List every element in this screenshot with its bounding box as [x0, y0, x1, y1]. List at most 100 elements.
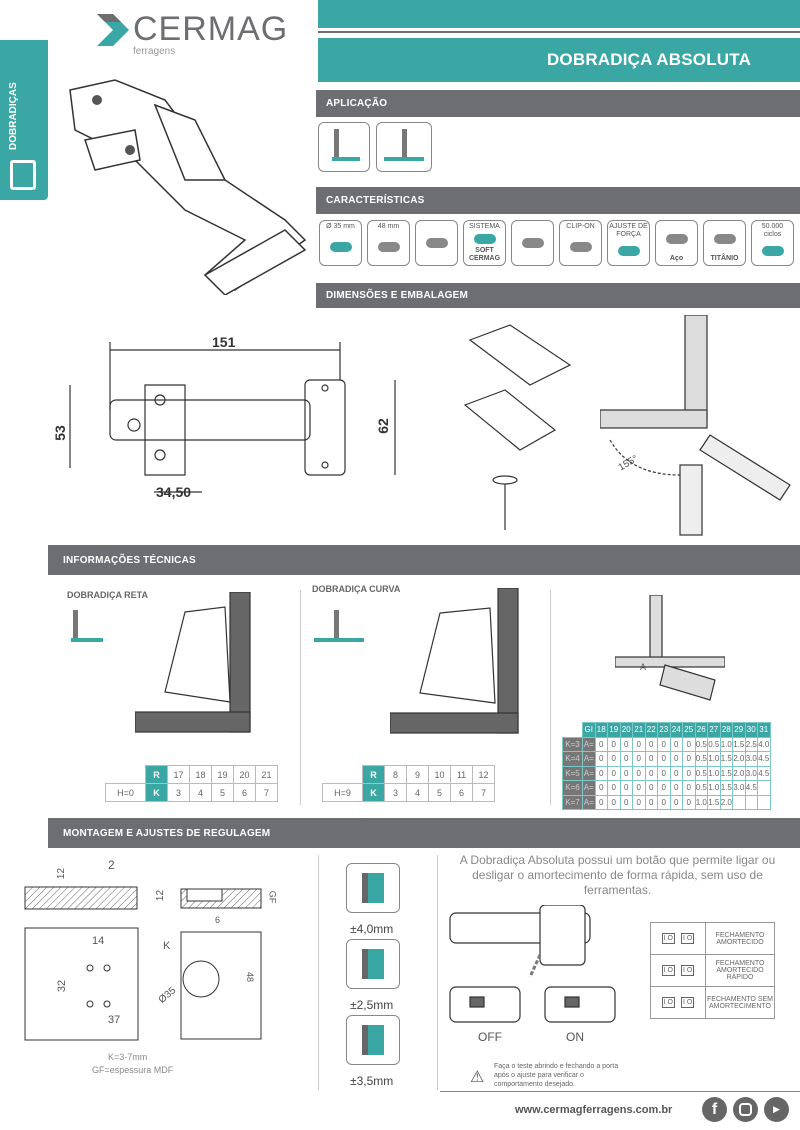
- a-cell: A=: [582, 736, 596, 752]
- dim-k: K: [163, 940, 171, 952]
- note-gf: GF=espessura MDF: [92, 1065, 174, 1075]
- reta-label: DOBRADIÇA RETA: [67, 590, 148, 600]
- cell: 9: [406, 765, 429, 784]
- k-cell: K=3: [562, 736, 583, 752]
- cell: 20: [233, 765, 256, 784]
- cell: 0: [657, 780, 671, 796]
- cell: 11: [450, 765, 473, 784]
- switch-icon: I O: [661, 933, 675, 944]
- instagram-icon[interactable]: [733, 1097, 758, 1122]
- k-cell: K=5: [562, 765, 583, 781]
- cell: 0: [594, 751, 608, 767]
- 3d-adjust-icon: [511, 220, 554, 266]
- section-dimensoes: DIMENSÕES E EMBALAGEM: [316, 283, 800, 308]
- cell: 0: [657, 736, 671, 752]
- section-info-label: INFORMAÇÕES TÉCNICAS: [63, 554, 196, 566]
- off-label: OFF: [478, 1030, 502, 1044]
- col-header: 30: [744, 722, 758, 738]
- section-caracteristicas-label: CARACTERÍSTICAS: [326, 195, 425, 206]
- youtube-icon[interactable]: ▶: [764, 1097, 789, 1122]
- logo-chevron-icon: [97, 14, 129, 46]
- cell: 0: [632, 780, 646, 796]
- col-header: 31: [757, 722, 771, 738]
- cell: 0: [619, 794, 633, 810]
- cell: 2.0: [732, 751, 746, 767]
- r-label: R: [145, 765, 168, 784]
- brand-name: CERMAG: [133, 10, 289, 48]
- reta-section-drawing: [135, 592, 251, 733]
- cell: 17: [167, 765, 190, 784]
- drilling-drawing: [24, 886, 262, 1041]
- dim-gf: GF: [267, 890, 278, 904]
- a-cell: A=: [582, 780, 596, 796]
- distance-48mm-icon: 48 mm: [367, 220, 410, 266]
- cell: 0: [669, 751, 683, 767]
- cell: 3: [167, 783, 190, 802]
- cell: 0: [657, 765, 671, 781]
- adjust-value: ±4,0mm: [350, 922, 394, 936]
- hinge-product-image: [69, 79, 307, 295]
- cell: 0: [669, 736, 683, 752]
- cell: 2.0: [719, 794, 733, 810]
- cell: 0: [644, 765, 658, 781]
- cell: 0: [682, 751, 696, 767]
- cell: 6: [233, 783, 256, 802]
- cell: 0: [619, 765, 633, 781]
- mode-label: FECHAMENTO AMORTECIDO RÁPIDO: [705, 954, 775, 987]
- cell: 0: [607, 765, 621, 781]
- cell: 4: [189, 783, 212, 802]
- packaging-parts-image: [463, 324, 572, 530]
- cell: 2.5: [744, 736, 758, 752]
- a-cell: A=: [582, 794, 596, 810]
- cell: 2.0: [732, 765, 746, 781]
- height-adjust-icon: [346, 939, 400, 989]
- cell: 19: [211, 765, 234, 784]
- dim-32: 32: [56, 979, 69, 993]
- divider: [437, 855, 438, 1090]
- section-aplicacao: APLICAÇÃO: [316, 90, 800, 117]
- a-cell: A=: [582, 765, 596, 781]
- steel-icon: Aço: [655, 220, 698, 266]
- section-dimensoes-label: DIMENSÕES E EMBALAGEM: [326, 290, 468, 301]
- adjust-value: ±3,5mm: [350, 1074, 394, 1088]
- r-label: R: [362, 765, 385, 784]
- cell: 12: [472, 765, 495, 784]
- section-aplicacao-label: APLICAÇÃO: [326, 98, 388, 109]
- col-header: 28: [719, 722, 733, 738]
- adjust-value: ±2,5mm: [350, 998, 394, 1012]
- page-title-text: DOBRADIÇA ABSOLUTA: [546, 50, 752, 69]
- col-header: 21: [632, 722, 646, 738]
- cup-35mm-icon: Ø 35 mm: [319, 220, 362, 266]
- cell: 0: [607, 794, 621, 810]
- divider: [318, 31, 800, 33]
- cell: 4.0: [757, 736, 771, 752]
- application-curve-icon: [376, 122, 432, 172]
- side-tab-label: DOBRADIÇAS: [8, 82, 19, 150]
- col-header: 29: [732, 722, 746, 738]
- cell: 1.5: [719, 780, 733, 796]
- hinge-icon: [10, 160, 36, 190]
- cell: [757, 794, 771, 810]
- website-link[interactable]: www.cermagferragens.com.br: [515, 1104, 673, 1116]
- k-cell: K=4: [562, 751, 583, 767]
- logo: CERMAG ferragens: [95, 12, 288, 57]
- cell: 0: [594, 780, 608, 796]
- cell: 0: [669, 794, 683, 810]
- switch-icon: I O: [661, 997, 675, 1008]
- cell: 0: [619, 780, 633, 796]
- cell: 0: [682, 780, 696, 796]
- cell: 0: [632, 736, 646, 752]
- curved-hinge-icon: [314, 610, 364, 642]
- switch-icon: I O: [661, 965, 675, 976]
- clip-on-icon: CLIP-ON: [559, 220, 602, 266]
- switch-icon: I O: [681, 933, 695, 944]
- note-k: K=3-7mm: [108, 1052, 148, 1062]
- titanium-icon: TITÂNIO: [703, 220, 746, 266]
- cell: 0: [619, 751, 633, 767]
- facebook-icon[interactable]: f: [702, 1097, 727, 1122]
- col-header: 25: [682, 722, 696, 738]
